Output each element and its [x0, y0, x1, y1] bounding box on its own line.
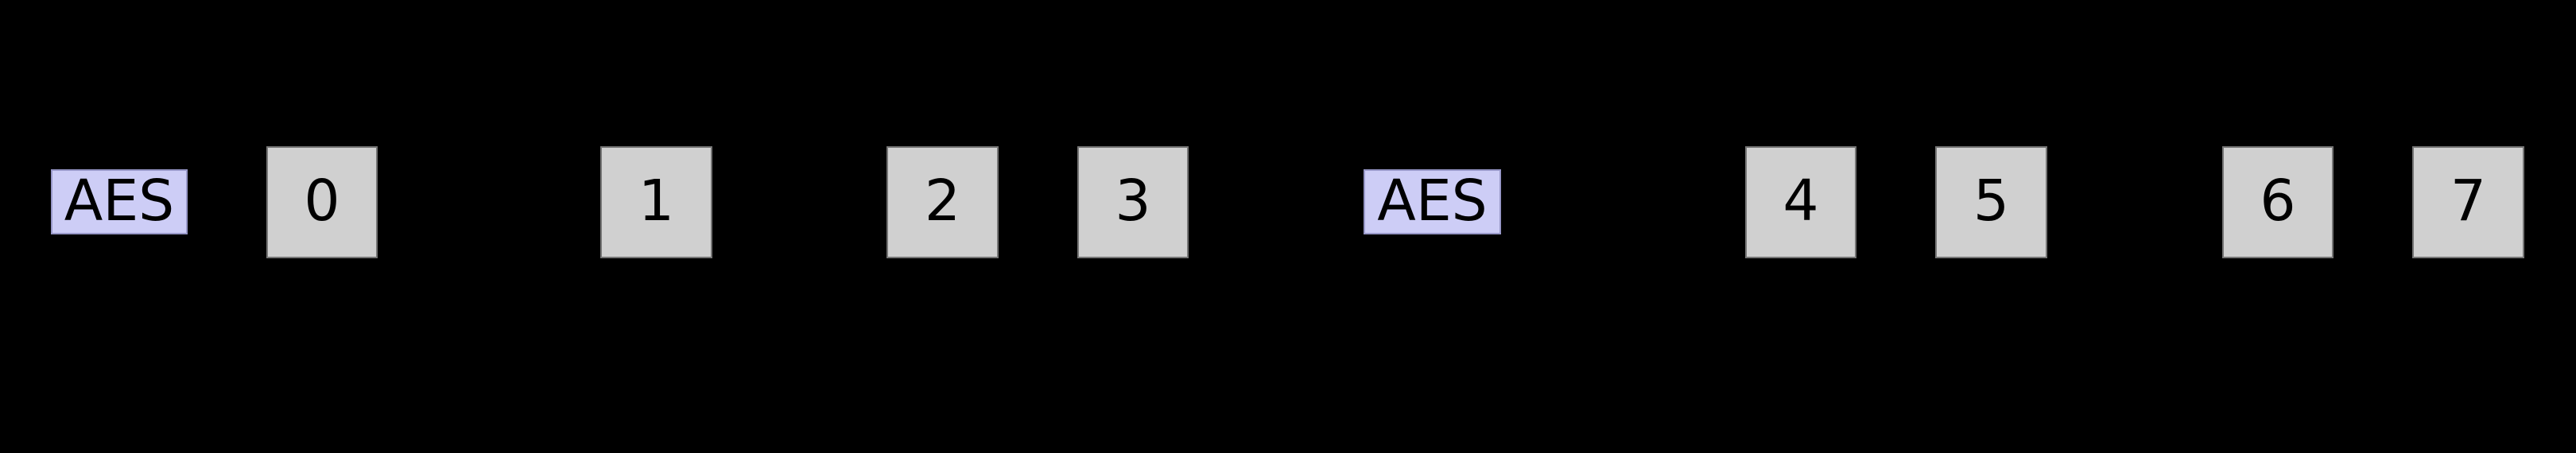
node-label: 7 [2450, 168, 2487, 234]
node-label: AES [64, 167, 175, 234]
node-label: 4 [1783, 168, 1819, 234]
data-chunk-node: 2 [886, 146, 999, 258]
function-node-aes: AES [51, 169, 188, 234]
node-label: AES [1377, 167, 1488, 234]
node-label: 2 [924, 168, 961, 234]
data-chunk-node: 4 [1745, 146, 1856, 258]
node-label: 3 [1115, 168, 1151, 234]
node-label: 6 [2260, 168, 2296, 234]
function-node-aes: AES [1364, 169, 1501, 234]
data-chunk-node: 1 [600, 146, 712, 258]
node-label: 5 [1973, 168, 2010, 234]
data-chunk-node: 3 [1077, 146, 1189, 258]
node-label: 0 [304, 168, 340, 234]
data-chunk-node: 6 [2222, 146, 2334, 258]
data-chunk-node: 5 [1935, 146, 2047, 258]
node-label: 1 [638, 168, 675, 234]
data-chunk-node: 0 [266, 146, 378, 258]
data-chunk-node: 7 [2412, 146, 2524, 258]
